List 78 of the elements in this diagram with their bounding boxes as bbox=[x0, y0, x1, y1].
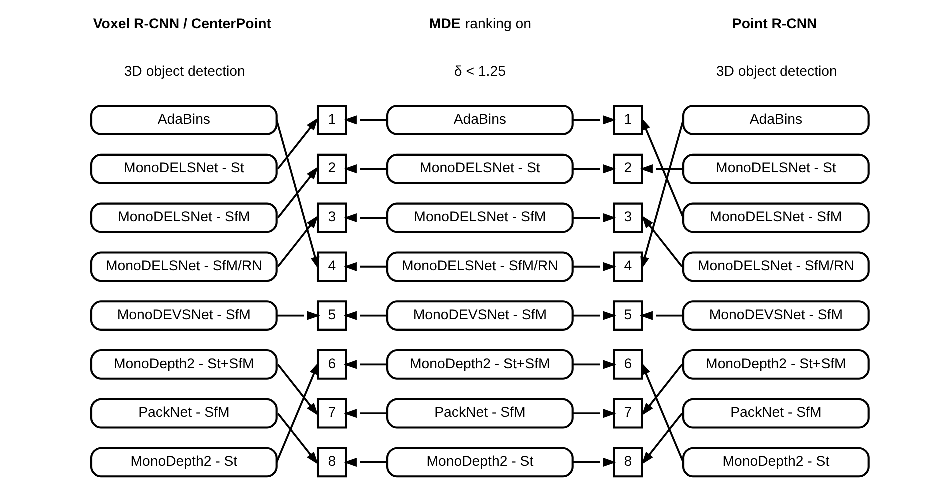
label: Voxel R-CNN / CenterPoint bbox=[92, 16, 272, 32]
arrow bbox=[344, 164, 388, 174]
node-box: 5 bbox=[612, 300, 643, 331]
node-box: MonoDELSNet - St bbox=[90, 154, 278, 184]
node-box: PackNet - SfM bbox=[386, 398, 574, 429]
arrow bbox=[640, 311, 684, 320]
arrow bbox=[640, 164, 684, 174]
arrow bbox=[572, 164, 616, 174]
arrow bbox=[572, 116, 616, 125]
node-box: MonoDELSNet - SfM/RN bbox=[90, 252, 278, 282]
node-box: MonoDepth2 - St+SfM bbox=[682, 350, 870, 380]
arrow bbox=[572, 262, 616, 272]
node-box: PackNet - SfM bbox=[90, 398, 278, 429]
arrow bbox=[275, 120, 320, 270]
node-box: 2 bbox=[612, 154, 643, 184]
node-box: 8 bbox=[612, 447, 643, 478]
arrow bbox=[344, 409, 388, 418]
label: 3D object detection bbox=[716, 63, 837, 80]
node-box: MonoDEVSNet - SfM bbox=[386, 300, 574, 331]
arrow bbox=[572, 360, 616, 370]
node-box: MonoDELSNet - SfM bbox=[682, 202, 870, 234]
arrow bbox=[640, 120, 684, 270]
arrow bbox=[640, 117, 684, 218]
node-box: 1 bbox=[316, 104, 347, 136]
node-box: 8 bbox=[316, 447, 347, 478]
node-box: MonoDepth2 - St bbox=[386, 447, 574, 478]
node-box: MonoDEVSNet - SfM bbox=[90, 300, 278, 331]
node-box: 3 bbox=[316, 202, 347, 234]
node-box: MonoDepth2 - St+SfM bbox=[386, 350, 574, 380]
arrow bbox=[275, 362, 319, 463]
node-box: 2 bbox=[316, 154, 347, 184]
arrow bbox=[572, 213, 616, 222]
node-box: 1 bbox=[612, 104, 643, 136]
arrow bbox=[344, 311, 388, 320]
arrow bbox=[641, 364, 682, 416]
node-box: AdaBins bbox=[386, 104, 574, 136]
node-box: 3 bbox=[612, 202, 643, 234]
node-box: MonoDELSNet - St bbox=[386, 154, 574, 184]
label: MDE ranking on bbox=[428, 16, 531, 32]
node-box: 7 bbox=[316, 398, 347, 429]
node-box: 4 bbox=[612, 252, 643, 282]
arrow bbox=[572, 409, 616, 418]
arrow bbox=[276, 216, 318, 268]
node-box: MonoDepth2 - St bbox=[682, 447, 870, 478]
arrow bbox=[276, 118, 318, 170]
arrow bbox=[344, 262, 388, 272]
node-box: 6 bbox=[316, 350, 347, 380]
arrow bbox=[276, 413, 318, 465]
node-box: MonoDepth2 - St+SfM bbox=[90, 350, 278, 380]
arrow bbox=[344, 458, 388, 468]
arrow bbox=[344, 360, 388, 370]
node-box: MonoDELSNet - SfM/RN bbox=[682, 252, 870, 282]
label: Point R-CNN bbox=[732, 16, 817, 32]
node-box: AdaBins bbox=[682, 104, 870, 136]
arrow bbox=[572, 458, 616, 468]
arrow bbox=[344, 213, 388, 222]
arrow bbox=[276, 166, 318, 219]
arrow bbox=[572, 311, 616, 320]
node-box: PackNet - SfM bbox=[682, 398, 870, 429]
node-box: MonoDELSNet - St bbox=[682, 154, 870, 184]
node-box: 6 bbox=[612, 350, 643, 380]
arrow bbox=[276, 364, 318, 416]
arrow bbox=[641, 413, 682, 465]
node-box: 4 bbox=[316, 252, 347, 282]
node-box: MonoDELSNet - SfM/RN bbox=[386, 252, 574, 282]
node-box: MonoDELSNet - SfM bbox=[386, 202, 574, 234]
label: δ < 1.25 bbox=[454, 63, 506, 80]
node-box: MonoDepth2 - St bbox=[90, 447, 278, 478]
node-box: 7 bbox=[612, 398, 643, 429]
node-box: 5 bbox=[316, 300, 347, 331]
node-box: MonoDELSNet - SfM bbox=[90, 202, 278, 234]
arrow bbox=[640, 362, 684, 463]
node-box: MonoDEVSNet - SfM bbox=[682, 300, 870, 331]
arrow bbox=[641, 216, 682, 268]
arrow bbox=[344, 116, 388, 125]
label: 3D object detection bbox=[124, 63, 245, 80]
node-box: AdaBins bbox=[90, 104, 278, 136]
arrow bbox=[276, 311, 320, 320]
